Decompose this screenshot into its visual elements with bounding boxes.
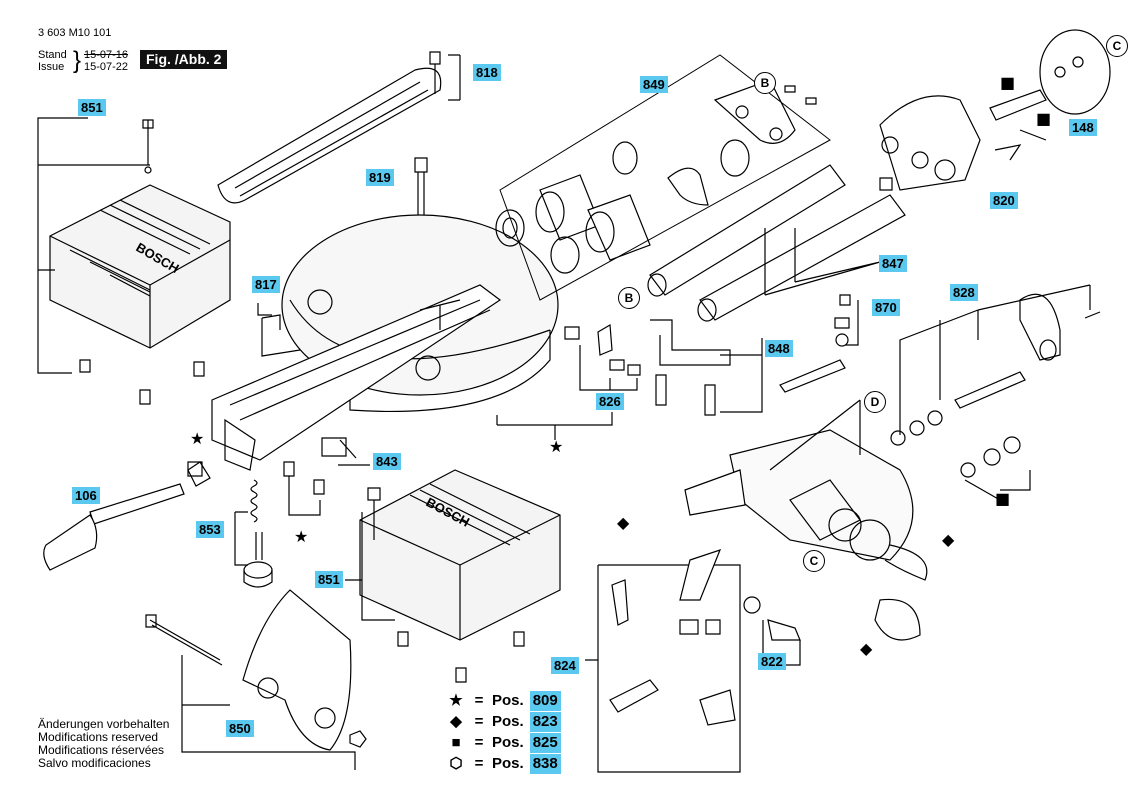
- issue-date: 15-07-22: [84, 61, 129, 73]
- legend-number: 809: [529, 691, 561, 711]
- svg-text:■: ■: [1000, 73, 1015, 92]
- callout-819: 819: [366, 169, 394, 186]
- footer-note-fr: Modifications réservées: [38, 743, 165, 757]
- legend-row-square: ■ = Pos. 825: [446, 733, 561, 753]
- footer-note-de: Änderungen vorbehalten: [38, 717, 170, 731]
- svg-text:◆: ◆: [942, 530, 955, 549]
- ref-circle-b: B: [618, 287, 640, 309]
- ref-circle-c: C: [1106, 35, 1128, 57]
- callout-826: 826: [596, 393, 624, 410]
- callout-824: 824: [551, 657, 579, 674]
- legend-pos: Pos.: [492, 755, 524, 772]
- legend-row-star: ★ = Pos. 809: [446, 691, 561, 711]
- callout-870: 870: [872, 299, 900, 316]
- guide-rails: [647, 164, 906, 322]
- fence-arm: [217, 67, 442, 204]
- document-number: 3 603 M10 101: [38, 27, 112, 39]
- svg-text:■: ■: [1036, 109, 1051, 128]
- figure-label: Fig. /Abb. 2: [140, 50, 228, 69]
- callout-853: 853: [196, 521, 224, 538]
- legend-pos: Pos.: [492, 734, 524, 751]
- callout-850: 850: [226, 720, 254, 737]
- svg-text:◆: ◆: [860, 639, 873, 658]
- callout-818: 818: [473, 64, 501, 81]
- hexagon-icon: ⬡: [449, 755, 463, 772]
- legend-pos: Pos.: [492, 692, 524, 709]
- footer-note-en: Modifications reserved: [38, 730, 159, 744]
- ref-circle-b: B: [754, 72, 776, 94]
- footer-note-es: Salvo modificaciones: [38, 756, 151, 770]
- callout-822: 822: [758, 653, 786, 670]
- brace-icon: }: [73, 47, 82, 74]
- svg-text:◆: ◆: [617, 513, 630, 532]
- legend-equals: =: [474, 692, 484, 709]
- diamond-icon: ◆: [450, 713, 462, 730]
- stand-date: 15-07-16: [84, 49, 129, 61]
- callout-843: 843: [373, 453, 401, 470]
- lock-knob: [43, 483, 185, 571]
- stand-label: Stand: [38, 49, 67, 61]
- callout-848: 848: [765, 340, 793, 357]
- callout-851-bottom: 851: [315, 571, 343, 588]
- legend-number: 823: [529, 712, 561, 732]
- legend-equals: =: [474, 713, 484, 730]
- svg-text:★: ★: [294, 527, 308, 546]
- callout-851-top: 851: [78, 99, 106, 116]
- legend-row-diamond: ◆ = Pos. 823: [446, 712, 561, 732]
- ref-circle-d: D: [864, 391, 886, 413]
- legend-pos: Pos.: [492, 713, 524, 730]
- callout-828: 828: [950, 284, 978, 301]
- svg-text:■: ■: [995, 489, 1010, 508]
- callout-847: 847: [879, 255, 907, 272]
- svg-text:★: ★: [190, 429, 204, 448]
- legend-row-hexagon: ⬡ = Pos. 838: [446, 754, 561, 774]
- callout-106: 106: [72, 487, 100, 504]
- legend-equals: =: [474, 734, 484, 751]
- rail-end-block: [879, 95, 981, 191]
- legend-equals: =: [474, 755, 484, 772]
- turntable-base: [211, 214, 559, 461]
- callout-849: 849: [640, 76, 668, 93]
- legend-number: 825: [529, 733, 561, 753]
- cover-disc: [1039, 29, 1111, 115]
- adjustment-crank: [954, 293, 1101, 409]
- handle-lever: [145, 589, 367, 751]
- callout-148: 148: [1069, 119, 1097, 136]
- legend-number: 838: [529, 754, 561, 774]
- bushing-set: [495, 79, 796, 274]
- svg-text:★: ★: [549, 437, 563, 456]
- callout-817: 817: [252, 276, 280, 293]
- callout-820: 820: [990, 192, 1018, 209]
- star-icon: ★: [449, 692, 463, 709]
- issue-label: Issue: [38, 61, 65, 73]
- center-housing-cover: BOSCH: [359, 469, 561, 641]
- left-housing-cover: BOSCH: [49, 184, 231, 349]
- lower-housing: [684, 429, 928, 641]
- square-icon: ■: [451, 734, 461, 751]
- ref-circle-c: C: [803, 550, 825, 572]
